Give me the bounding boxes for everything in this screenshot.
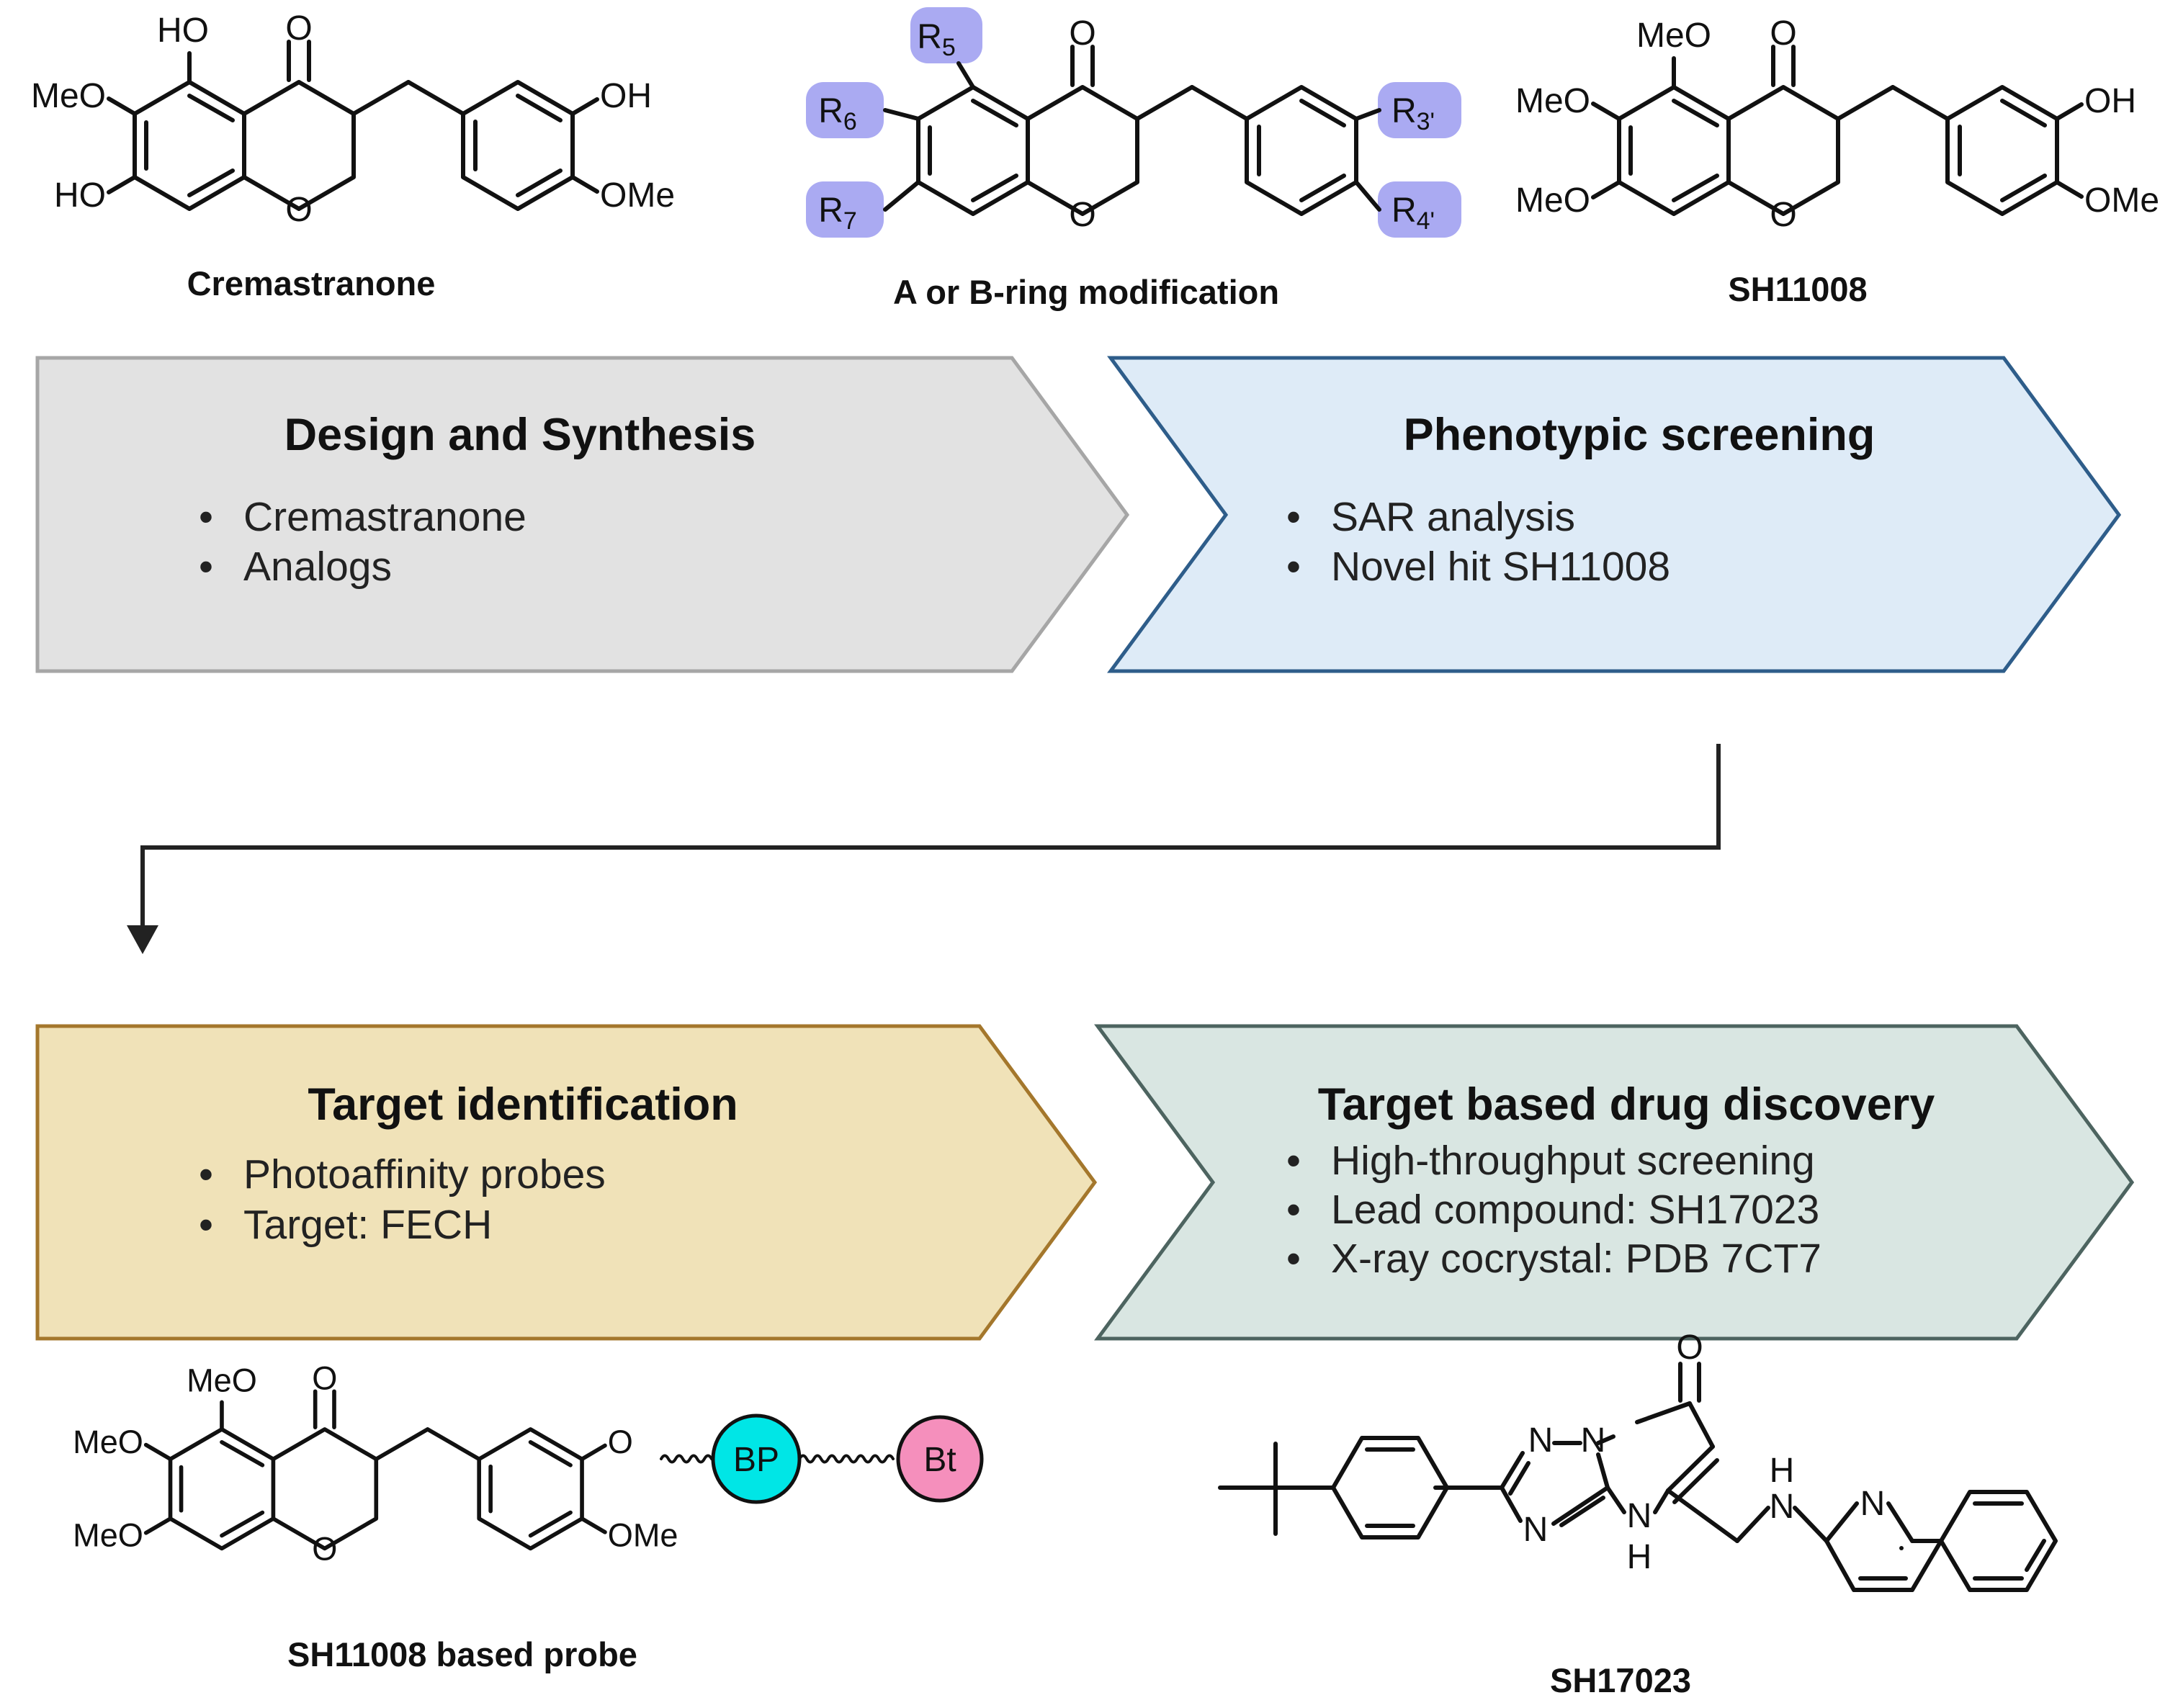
compound-name-sh11008: SH11008 [1728,270,1867,308]
phenyl-ring-bonds [1331,1436,1449,1540]
step-design-and-synthesis: Design and Synthesis • Cremastranone • A… [35,356,1130,673]
substituent-4prime: OMe [2084,181,2159,220]
substituent-6: MeO [31,77,106,115]
bullet-item: Lead compound: SH17023 [1331,1187,1819,1233]
bullet-dot: • [1286,1187,1301,1233]
substituent-3prime: OH [600,77,652,115]
step-phenotypic-screening: Phenotypic screening • SAR analysis • No… [1107,356,2122,673]
r3prime-label: R3' [1392,92,1435,135]
oxygen-label: O [1770,14,1796,53]
r7-highlight [806,181,884,238]
wavy-linker [798,1454,895,1464]
r4prime-label: R4' [1392,192,1435,235]
quinoline-nitrogen-label: N [1860,1485,1886,1523]
step-target-identification: Target identification • Photoaffinity pr… [35,1024,1098,1341]
bullet-dot: • [1286,1138,1301,1184]
oxygen-label: O [312,1530,337,1567]
r6-label: R6 [818,92,857,135]
oxygen-label: O [1069,196,1095,234]
r4prime-highlight [1378,181,1461,238]
nitrogen-label: N [1523,1511,1549,1549]
step-title: Target based drug discovery [1318,1079,1935,1130]
substituent-6: MeO [73,1424,143,1460]
r6-highlight [806,82,884,138]
quinoline-benzo-ring-bonds [1939,1490,2058,1592]
oxygen-label: O [312,1359,337,1396]
compound-name-generic: A or B-ring modification [893,273,1279,311]
biotin-label: Bt [923,1441,956,1479]
bullet-item: Photoaffinity probes [243,1151,606,1197]
benzophenone-label: BP [733,1441,779,1479]
bullet-dot: • [199,494,213,540]
substituent-5: MeO [187,1362,257,1398]
bullet-dot: • [199,1151,213,1197]
r5-highlight [910,7,982,63]
bullet-dot: • [199,544,213,590]
bullet-item: Novel hit SH11008 [1331,544,1670,590]
bullet-dot: • [1286,494,1301,540]
substituent-7: HO [54,176,106,215]
amine-hydrogen-label: H [1770,1452,1795,1490]
step-panel [35,356,1130,673]
compound-name-probe: SH11008 based probe [287,1635,637,1673]
oxygen-label: O [1069,14,1095,53]
step-title: Target identification [308,1079,738,1130]
substituent-5: MeO [1636,17,1711,55]
oxygen-label: O [285,191,312,229]
bullet-item: High-throughput screening [1331,1138,1815,1184]
hydrogen-label: H [1627,1538,1652,1576]
step-panel [1094,1024,2135,1341]
bullet-dot: • [1286,544,1301,590]
bullet-item: Cremastranone [243,494,526,540]
linker-oxygen: O [608,1424,633,1460]
substituent-7: MeO [73,1517,143,1554]
bullet-dot: • [1286,1236,1301,1282]
probe-structure: O O MeO MeO MeO O OMe BP Bt SH11008 base… [73,1359,984,1673]
substituent-7: MeO [1515,181,1590,220]
oxygen-label: O [1770,196,1796,234]
bullet-item: Analogs [243,544,392,590]
flow-connector-arrow [127,744,1721,954]
r3prime-highlight [1378,82,1461,138]
compound-name-sh17023: SH17023 [1550,1661,1691,1699]
r7-label: R7 [818,192,857,235]
compound-name-cremastranone: Cremastranone [187,264,436,302]
r5-label: R5 [917,18,956,61]
sh17023-structure: N N N N H O N H N SH17023 [1218,1329,2058,1699]
bullet-item: SAR analysis [1331,494,1575,540]
bullet-dot: • [199,1202,213,1248]
step-title: Design and Synthesis [284,410,756,460]
b-ring-bonds [461,80,575,211]
substituent-4prime: OMe [608,1517,678,1554]
substituent-3prime: OH [2084,82,2136,120]
oxygen-label: O [1676,1329,1703,1367]
step-panel [1107,356,2122,673]
arrowhead [127,925,158,954]
step-target-based-drug-discovery: Target based drug discovery • High-throu… [1094,1024,2135,1341]
biotin-tag [896,1415,984,1503]
step-title: Phenotypic screening [1404,410,1876,460]
wavy-linker [660,1454,713,1464]
bullet-item: X-ray cocrystal: PDB 7CT7 [1331,1236,1821,1282]
substituent-5: HO [157,12,209,50]
nitrogen-label: N [1528,1421,1554,1460]
nitrogen-label: N [1581,1421,1606,1460]
sh11008-structure: O O MeO MeO MeO OH OMe SH11008 [1515,14,2159,308]
bullet-item: Target: FECH [243,1202,492,1248]
amine-nitrogen-label: N [1770,1488,1795,1526]
cremastranone-structure: O O HO MeO HO OH OMe Cremastranone [31,9,675,302]
substituent-4prime: OMe [600,176,675,215]
a-ring-bonds [133,80,246,211]
generic-scaffold-structure: O O R5 R6 R7 R3' R4' A or B-ring modific… [806,7,1461,311]
substituent-6: MeO [1515,82,1590,120]
oxygen-label: O [285,9,312,48]
c-ring-bonds [242,80,356,211]
nitrogen-label: N [1627,1497,1652,1535]
step-panel [35,1024,1098,1341]
